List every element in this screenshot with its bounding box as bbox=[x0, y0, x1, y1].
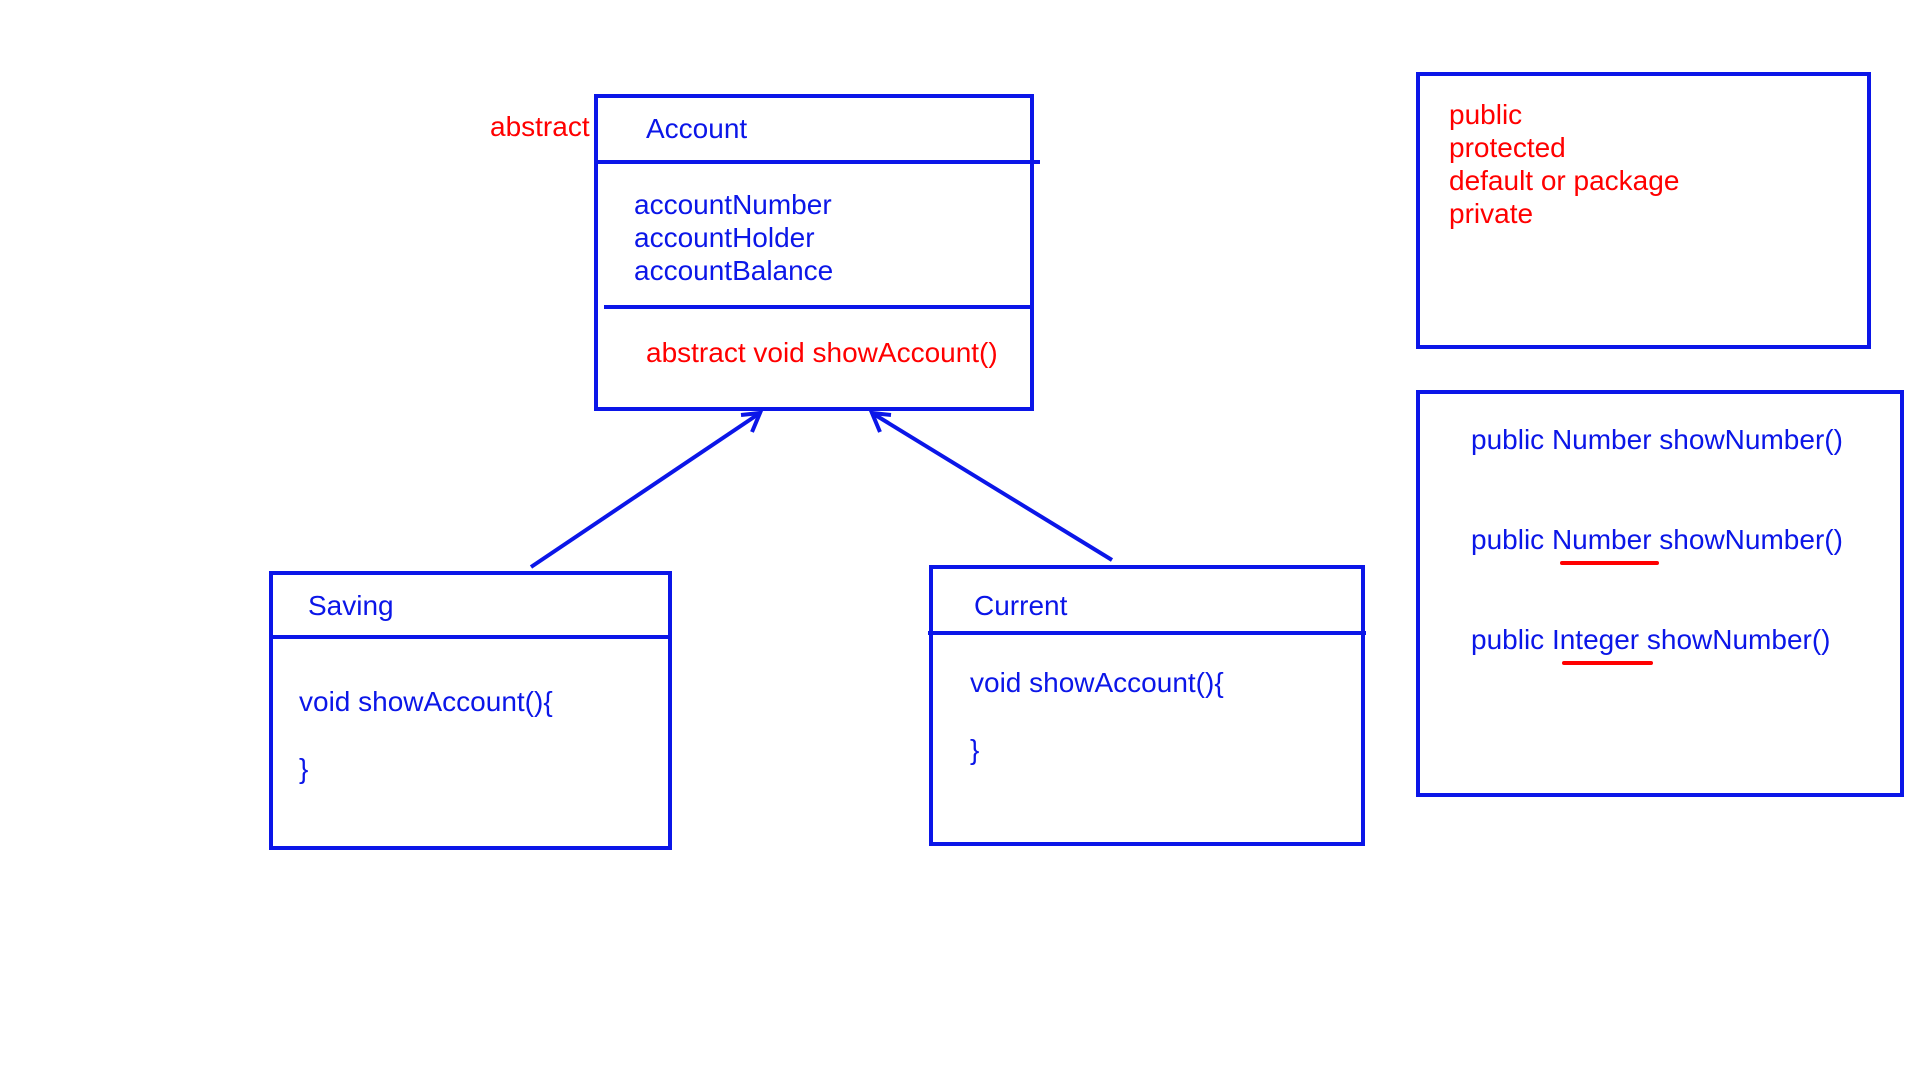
account-field-holder: accountHolder bbox=[634, 222, 815, 253]
account-class-name: Account bbox=[646, 113, 748, 144]
return-type-line-2: public Number showNumber() bbox=[1471, 524, 1843, 555]
modifier-private: private bbox=[1449, 198, 1534, 229]
abstract-modifier-label: abstract bbox=[490, 111, 590, 142]
saving-class-name: Saving bbox=[308, 590, 394, 621]
account-field-number: accountNumber bbox=[634, 189, 832, 220]
current-method-open: void showAccount(){ bbox=[970, 667, 1224, 698]
modifier-public: public bbox=[1449, 99, 1523, 130]
saving-inheritance-arrow bbox=[529, 411, 762, 569]
current-class-name: Current bbox=[974, 590, 1068, 621]
modifier-protected: protected bbox=[1449, 132, 1566, 163]
return-type-line-1: public Number showNumber() bbox=[1471, 424, 1843, 455]
current-arrowhead bbox=[868, 410, 892, 433]
saving-method-close: } bbox=[299, 753, 309, 784]
account-field-balance: accountBalance bbox=[634, 255, 834, 286]
return-type-line-3: public Integer showNumber() bbox=[1471, 624, 1831, 655]
saving-arrowhead bbox=[740, 410, 764, 433]
current-inheritance-arrow bbox=[870, 411, 1114, 562]
current-method-close: } bbox=[970, 734, 980, 765]
saving-method-open: void showAccount(){ bbox=[299, 686, 553, 717]
modifier-default: default or package bbox=[1449, 165, 1680, 196]
account-abstract-method: abstract void showAccount() bbox=[646, 337, 998, 368]
